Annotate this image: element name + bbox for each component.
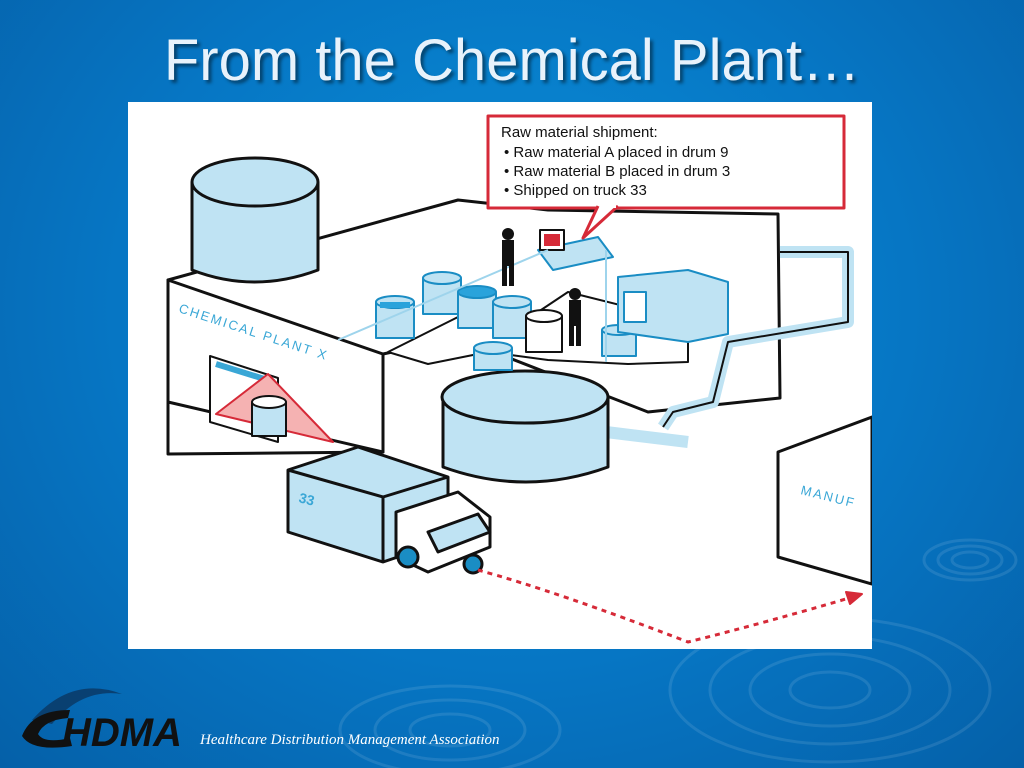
- callout-heading: Raw material shipment:: [501, 124, 658, 141]
- callout-item: • Raw material A placed in drum 9: [504, 144, 729, 161]
- callout-item: • Shipped on truck 33: [504, 182, 647, 199]
- delivery-truck: [286, 445, 492, 575]
- worker-figure: [502, 228, 581, 346]
- storage-silo: [190, 182, 320, 284]
- shipment-route: [477, 568, 857, 644]
- truck-number: 33: [297, 489, 316, 508]
- callout-item: • Raw material B placed in drum 3: [504, 163, 730, 180]
- footer-tagline: Healthcare Distribution Management Assoc…: [200, 732, 500, 748]
- manufacturer-building: [776, 415, 872, 586]
- callout-box: [486, 114, 846, 210]
- logo-text: HDMA: [62, 711, 182, 752]
- slide-title: From the Chemical Plant…: [163, 28, 861, 93]
- chemical-plant-diagram: Raw material shipment: • Raw material A …: [128, 102, 872, 649]
- hdma-logo: HDMA: [22, 688, 182, 752]
